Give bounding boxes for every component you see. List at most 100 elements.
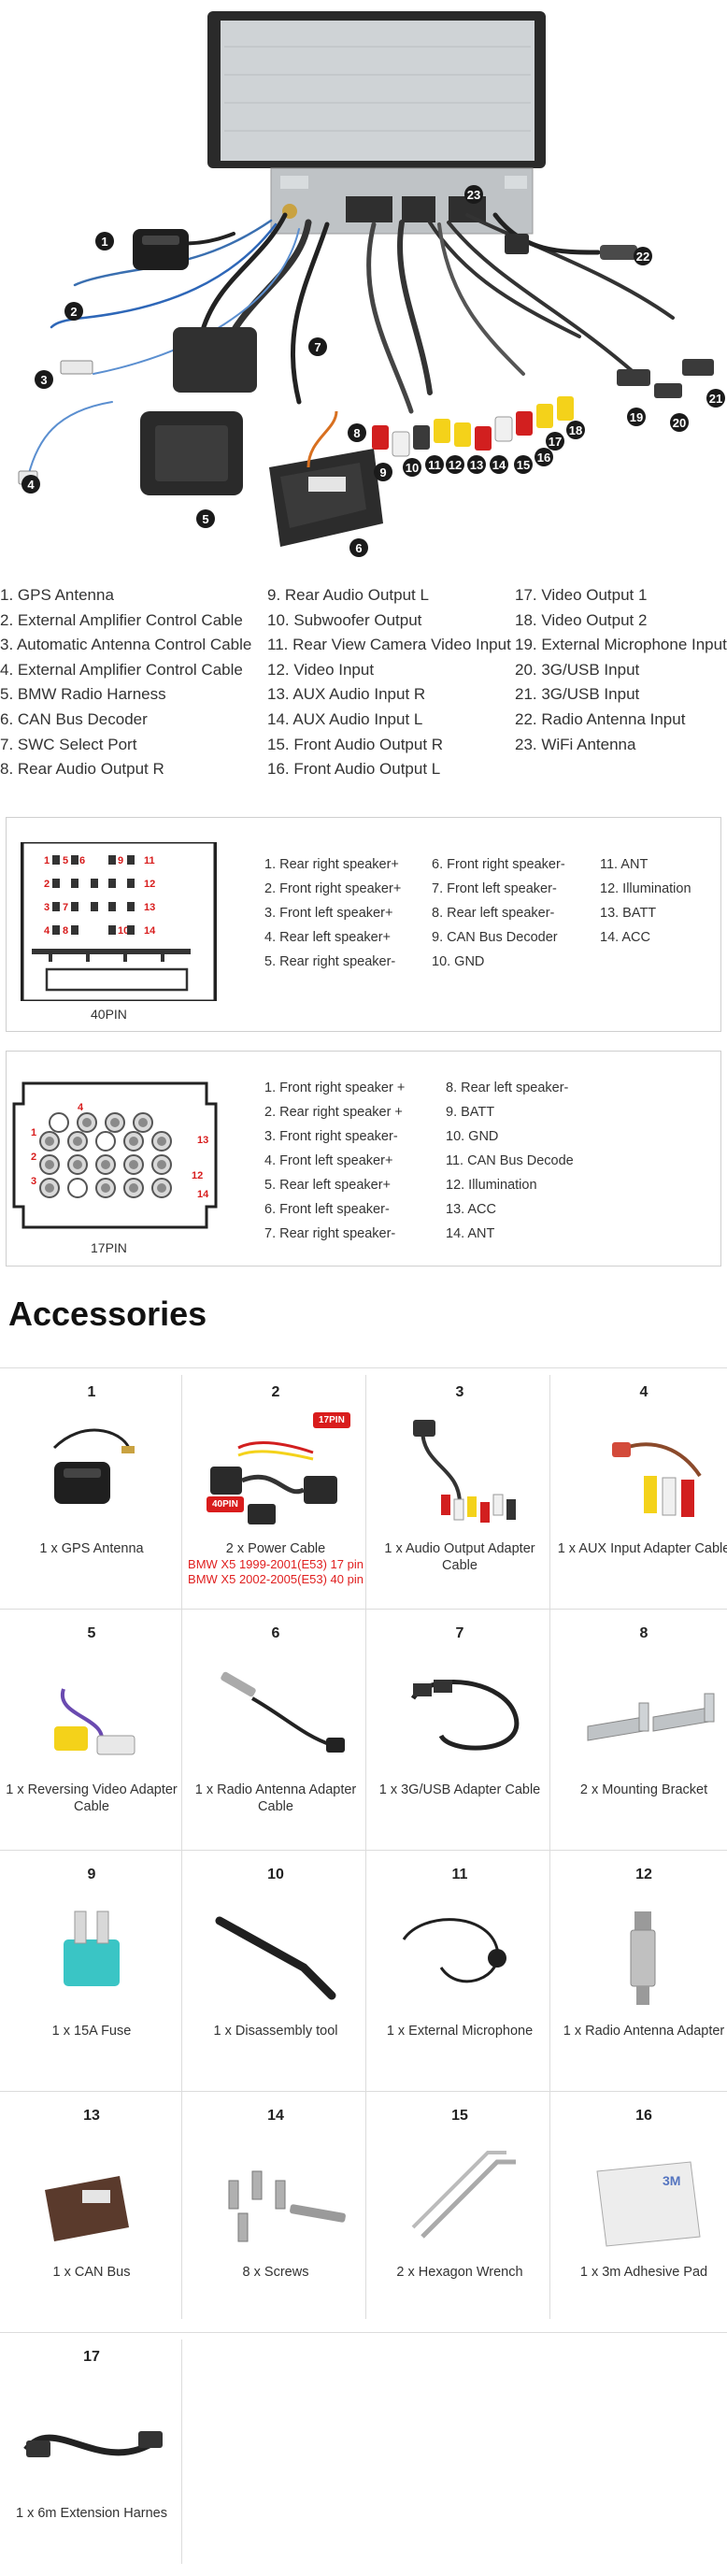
legend-item: 10. Subwoofer Output: [267, 610, 422, 629]
can-bus-decoder-graphic: [269, 410, 383, 547]
accessory-caption-text: 1 x Audio Output Adapter Cable: [384, 1541, 535, 1573]
audio-output-cable-icon: [385, 1410, 535, 1532]
accessory-item-1: 1 1 x GPS Antenna: [0, 1367, 183, 1607]
svg-text:2: 2: [44, 879, 50, 890]
legend-item: 2. External Amplifier Control Cable: [0, 610, 243, 629]
pin40-item: 12. Illumination: [600, 881, 691, 896]
accessory-number: 8: [639, 1625, 649, 1641]
legend-item: 15. Front Audio Output R: [267, 735, 444, 753]
legend-column-1: 1. GPS Antenna 2. External Amplifier Cont…: [0, 583, 251, 782]
svg-text:3: 3: [40, 373, 47, 387]
svg-text:5: 5: [63, 855, 68, 866]
fuse-icon: [17, 1893, 166, 2014]
accessory-note: BMW X5 1999-2001(E53) 17 pin: [188, 1557, 364, 1571]
accessory-caption: 1 x 15A Fuse: [4, 2023, 179, 2039]
legend-item: 7. SWC Select Port: [0, 735, 137, 753]
accessory-caption-text: 1 x Radio Antenna Adapter: [563, 2024, 725, 2039]
bmw-radio-harness-graphic: [140, 327, 257, 495]
pin40-item: 4. Rear left speaker+: [264, 930, 392, 945]
callout-14: 14: [490, 455, 508, 474]
pin40-item: 2. Front right speaker+: [264, 881, 402, 896]
svg-text:1: 1: [101, 235, 107, 249]
accessory-caption: 8 x Screws: [188, 2264, 364, 2281]
pin-terminal-core: [73, 1160, 82, 1169]
legend-item: 6. CAN Bus Decoder: [0, 709, 148, 728]
pin-terminal-core: [101, 1183, 110, 1193]
accessory-note: BMW X5 2002-2005(E53) 40 pin: [188, 1572, 364, 1586]
svg-text:4: 4: [78, 1102, 84, 1113]
accessory-number: 17: [83, 2349, 100, 2365]
accessory-caption-text: 2 x Mounting Bracket: [579, 1782, 708, 1797]
legend-item: 1. GPS Antenna: [0, 586, 114, 604]
callout-2: 2: [64, 302, 83, 321]
accessory-number: 5: [87, 1625, 96, 1641]
usb-cable-icon: [385, 1652, 535, 1773]
callout-7: 7: [308, 337, 327, 356]
accessory-caption: 1 x CAN Bus: [4, 2264, 179, 2281]
accessory-caption: 1 x GPS Antenna: [4, 1540, 179, 1557]
svg-text:16: 16: [537, 451, 550, 465]
svg-text:17: 17: [549, 435, 562, 449]
pin17-item: 1. Front right speaker +: [264, 1080, 406, 1095]
accessories-title: Accessories: [8, 1295, 207, 1333]
accessory-item-17: 17 1 x 6m Extension Harnes: [0, 2332, 183, 2571]
pin-terminal-core: [82, 1118, 92, 1127]
callout-6: 6: [349, 538, 368, 557]
callout-5: 5: [196, 509, 215, 528]
svg-text:12: 12: [144, 879, 155, 890]
pin40-item: 10. GND: [432, 954, 485, 969]
svg-text:1: 1: [31, 1127, 36, 1138]
accessory-item-3: 3 1 x Audio Output Adapter Cable: [368, 1367, 551, 1607]
accessory-caption: 1 x 6m Extension Harnes: [4, 2505, 179, 2522]
accessory-caption-text: 1 x Radio Antenna Adapter Cable: [194, 1782, 357, 1814]
accessory-caption-text: 1 x 3m Adhesive Pad: [579, 2265, 708, 2280]
svg-text:6: 6: [79, 855, 85, 866]
accessory-number: 1: [87, 1384, 96, 1400]
pin-terminal-core: [138, 1118, 148, 1127]
svg-text:20: 20: [673, 416, 686, 430]
accessory-caption-text: 2 x Power Cable: [225, 1541, 326, 1556]
accessory-caption-text: 1 x External Microphone: [386, 2024, 534, 2039]
legend-item: 4. External Amplifier Control Cable: [0, 660, 243, 679]
reversing-video-cable-icon: [17, 1652, 166, 1773]
svg-text:2: 2: [31, 1152, 36, 1163]
wiring-diagram: 1 2 3 4 5 6 7 8 9 10 11 12 13 14 15 16 1…: [18, 11, 725, 557]
svg-text:3: 3: [44, 902, 50, 913]
svg-text:12: 12: [449, 458, 462, 472]
radio-antenna-cable-icon: [201, 1652, 350, 1773]
accessory-item-11: 11 1 x External Microphone: [368, 1850, 551, 2089]
svg-text:1: 1: [44, 855, 50, 866]
legend-item: 14. AUX Audio Input L: [267, 709, 423, 728]
callout-8: 8: [348, 423, 366, 442]
pin-terminal-core: [129, 1137, 138, 1146]
hex-wrench-icon: [385, 2134, 535, 2255]
pin-terminal-core: [157, 1183, 166, 1193]
svg-text:18: 18: [569, 423, 582, 437]
accessory-caption: 1 x AUX Input Adapter Cable: [556, 1540, 727, 1557]
svg-text:13: 13: [197, 1135, 208, 1146]
pin17-item: 4. Front left speaker+: [264, 1153, 393, 1168]
svg-text:3: 3: [31, 1176, 36, 1187]
accessory-number: 3: [455, 1384, 464, 1400]
disassembly-tool-icon: [201, 1893, 350, 2014]
pin17-item: 3. Front right speaker-: [264, 1129, 398, 1144]
legend-item: 20. 3G/USB Input: [515, 660, 640, 679]
badge-17pin: 17PIN: [313, 1412, 350, 1428]
accessory-number: 11: [451, 1867, 468, 1882]
accessory-caption-text: 1 x 6m Extension Harnes: [16, 2506, 167, 2521]
extension-harness-icon: [17, 2375, 166, 2497]
pin17-caption: 17PIN: [91, 1240, 127, 1255]
accessory-caption: 1 x 3m Adhesive Pad: [556, 2264, 727, 2281]
callout-18: 18: [566, 421, 585, 439]
svg-text:11: 11: [428, 458, 441, 472]
legend-item: 9. Rear Audio Output L: [267, 586, 429, 604]
svg-text:13: 13: [144, 902, 155, 913]
svg-text:7: 7: [314, 340, 321, 354]
pin40-item: 6. Front right speaker-: [432, 857, 565, 872]
